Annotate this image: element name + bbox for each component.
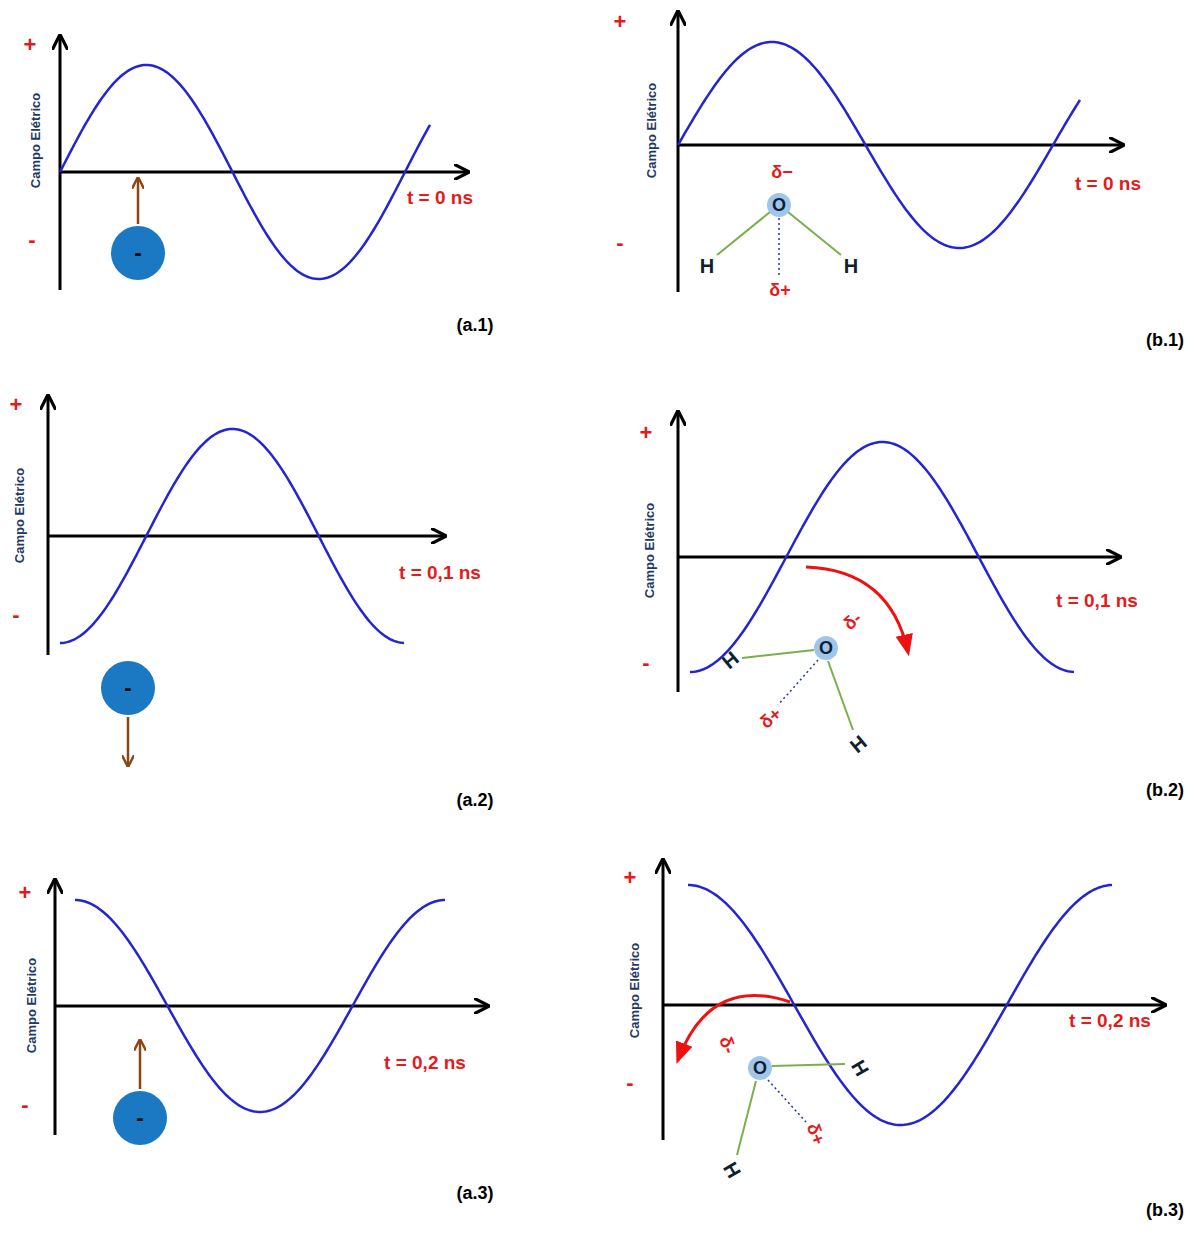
- sign-minus: -: [642, 652, 649, 674]
- atom-symbol: H: [846, 732, 870, 757]
- partial-charge: δ−: [771, 163, 792, 181]
- atom-symbol: O: [819, 639, 833, 657]
- panel-label: (a.2): [456, 791, 493, 809]
- charge-sign: -: [134, 242, 141, 264]
- electron: -: [113, 1091, 167, 1145]
- rotation-arrows: [678, 567, 908, 1060]
- panel-label: (b.1): [1146, 331, 1184, 349]
- partial-charge: δ-: [840, 609, 865, 634]
- partial-charge: δ+: [757, 704, 785, 732]
- sine-wave: [688, 885, 1112, 1125]
- water-molecules: [717, 193, 853, 1155]
- sign-minus: -: [626, 1072, 633, 1094]
- partial-charge: δ+: [804, 1121, 828, 1147]
- panel-label: (a.3): [456, 1184, 493, 1202]
- atom-symbol: H: [718, 648, 742, 673]
- axis-title: Campo Elétrico: [628, 942, 641, 1037]
- axis-title: Campo Elétrico: [30, 92, 43, 187]
- atom-symbol: O: [753, 1059, 767, 1077]
- axis-title: Campo Elétrico: [645, 82, 658, 177]
- electron: -: [111, 226, 165, 280]
- sign-minus: -: [21, 1094, 28, 1116]
- sign-minus: -: [28, 229, 35, 251]
- time-label: t = 0,1 ns: [1056, 591, 1138, 610]
- time-label: t = 0,2 ns: [384, 1053, 466, 1072]
- sine-waves: [60, 42, 1112, 1125]
- axis-title: Campo Elétrico: [643, 502, 656, 597]
- sine-wave: [678, 42, 1080, 248]
- panel-label: (b.2): [1146, 781, 1184, 799]
- time-label: t = 0 ns: [407, 188, 473, 207]
- sign-plus: +: [19, 882, 32, 904]
- force-arrows: [128, 178, 140, 1089]
- sine-wave: [75, 900, 445, 1112]
- partial-charge: δ+: [769, 281, 790, 299]
- sign-plus: +: [24, 34, 37, 56]
- panel-label: (b.3): [1146, 1201, 1184, 1219]
- sign-plus: +: [10, 394, 23, 416]
- atom-symbol: H: [848, 1057, 873, 1080]
- panel-label: (a.1): [456, 316, 493, 334]
- axis-title: Campo Elétrico: [26, 957, 39, 1052]
- sign-plus: +: [624, 867, 637, 889]
- sine-wave: [690, 442, 1074, 672]
- axes: [48, 12, 1165, 1140]
- sign-plus: +: [640, 422, 653, 444]
- atom-symbol: H: [720, 1159, 745, 1182]
- atom-symbol: H: [700, 256, 714, 276]
- time-label: t = 0,1 ns: [399, 563, 481, 582]
- time-label: t = 0,2 ns: [1069, 1011, 1151, 1030]
- sign-minus: -: [12, 604, 19, 626]
- time-label: t = 0 ns: [1075, 174, 1141, 193]
- sign-plus: +: [614, 11, 627, 33]
- charge-sign: -: [136, 1107, 143, 1129]
- atom-symbol: O: [772, 196, 786, 214]
- axis-title: Campo Elétrico: [14, 467, 27, 562]
- sign-minus: -: [616, 232, 623, 254]
- partial-charge: δ-: [716, 1034, 739, 1056]
- sine-wave: [60, 429, 404, 643]
- charge-sign: -: [124, 677, 131, 699]
- electron: -: [101, 661, 155, 715]
- atom-symbol: H: [844, 256, 858, 276]
